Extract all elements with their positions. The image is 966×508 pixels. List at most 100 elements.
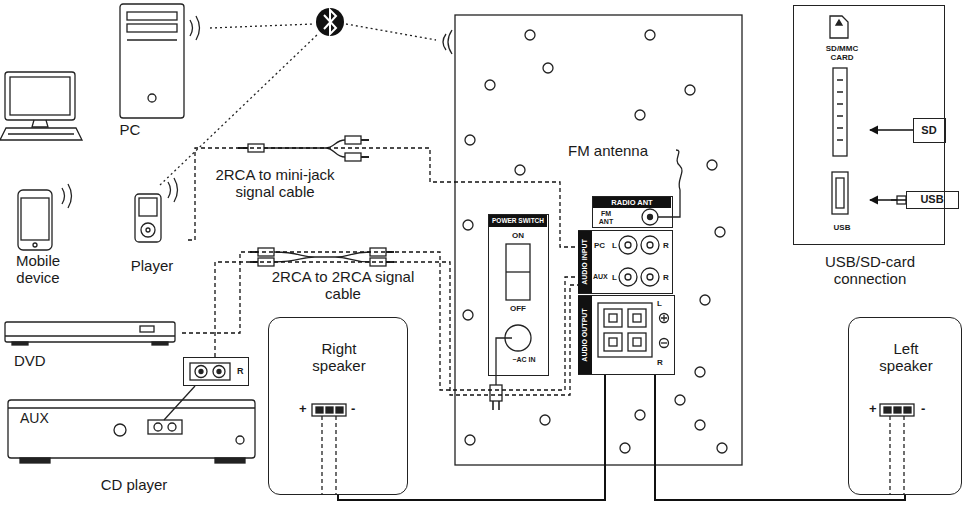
speaker-terminal-block bbox=[633, 338, 641, 346]
wireless-waves bbox=[168, 178, 178, 202]
audio-input-panel: AUDIO INPUTPCLRAUXLR bbox=[578, 230, 673, 294]
bluetooth-link bbox=[346, 24, 436, 40]
node-text: L bbox=[612, 273, 619, 282]
screw-hole bbox=[635, 410, 645, 420]
player-icon bbox=[146, 228, 150, 232]
speaker-terminal bbox=[890, 416, 904, 495]
speaker-terminal bbox=[336, 407, 343, 413]
speaker-terminal bbox=[312, 404, 914, 495]
cd-jack-detail bbox=[199, 370, 203, 374]
node-text: + bbox=[869, 402, 879, 417]
node-title: Left speaker bbox=[866, 340, 946, 375]
node-text: AUX bbox=[20, 410, 60, 426]
audio-input-jack bbox=[619, 236, 659, 286]
dvd-player bbox=[5, 322, 175, 345]
speaker-terminal bbox=[322, 416, 336, 495]
node-title: AUDIO INPUT bbox=[578, 231, 592, 293]
screw-hole bbox=[695, 367, 705, 377]
mobile-device-icon bbox=[18, 190, 52, 250]
player-icon bbox=[135, 194, 161, 242]
fm-antenna-wire bbox=[642, 150, 682, 225]
cd-player-illustration: CD playerAUX bbox=[4, 396, 262, 506]
dvd-player bbox=[12, 342, 28, 345]
antenna-label: FM antenna bbox=[568, 142, 668, 159]
cd-jack-detail bbox=[217, 370, 221, 374]
speaker-terminal-block bbox=[604, 309, 622, 327]
speaker-terminal-block bbox=[628, 333, 646, 351]
power-switch-parts bbox=[490, 244, 531, 410]
bluetooth-link bbox=[160, 34, 318, 185]
power-switch-panel: POWER SWITCHONOFF~AC IN bbox=[488, 214, 549, 376]
cd-jack-detail bbox=[213, 366, 225, 378]
node-title: PC bbox=[110, 121, 150, 138]
mini-jack-cable bbox=[345, 136, 361, 144]
cd-player bbox=[215, 458, 245, 463]
insert-arrow bbox=[870, 199, 906, 200]
screw-hole bbox=[645, 30, 655, 40]
node-title: USB/SD-card connection bbox=[794, 253, 946, 288]
node-text: L bbox=[657, 299, 665, 308]
bluetooth-link bbox=[210, 24, 314, 28]
dvd-player bbox=[5, 322, 175, 342]
speaker-terminal-block bbox=[633, 314, 641, 322]
card-slot bbox=[830, 16, 848, 38]
dvd-illustration: DVD bbox=[0, 316, 182, 374]
pc-monitor bbox=[5, 72, 75, 120]
speaker-box: Right speaker+- bbox=[268, 317, 408, 495]
pc-tower bbox=[148, 94, 156, 102]
mobile-device-icon bbox=[18, 190, 52, 250]
speaker-terminal bbox=[880, 404, 914, 416]
mobile-device-icon bbox=[21, 198, 49, 240]
dvd-player bbox=[152, 342, 168, 345]
mini-jack-cable bbox=[345, 153, 361, 161]
node-title: USB bbox=[816, 223, 868, 232]
screw-hole bbox=[707, 160, 717, 170]
power-switch-parts bbox=[496, 338, 512, 385]
node-text: AUX bbox=[593, 273, 612, 281]
cd-player bbox=[114, 424, 126, 436]
audio-input-jack bbox=[619, 268, 637, 286]
screw-hole bbox=[540, 415, 550, 425]
pc-monitor bbox=[10, 77, 70, 115]
pc-monitor bbox=[0, 128, 82, 140]
speaker-terminal-block bbox=[609, 338, 617, 346]
power-switch-parts bbox=[490, 385, 502, 401]
screw-hole bbox=[543, 63, 553, 73]
screw-hole bbox=[675, 395, 685, 405]
sd-card: SD bbox=[913, 118, 946, 143]
speaker-terminal bbox=[904, 407, 911, 413]
subwoofer-panel bbox=[455, 15, 742, 465]
node-text: L bbox=[612, 241, 619, 250]
usb-port-area: USB bbox=[816, 166, 870, 241]
pc-monitor bbox=[8, 133, 74, 134]
speaker-terminal bbox=[884, 407, 891, 413]
speaker-terminal-block bbox=[609, 314, 617, 322]
speaker-terminal bbox=[312, 404, 346, 416]
radio-ant-panel: RADIO ANTFM ANT bbox=[592, 196, 673, 228]
fm-antenna-wire bbox=[648, 215, 653, 220]
audio-input-jack bbox=[647, 242, 653, 248]
node-text: ON bbox=[489, 231, 547, 240]
card-slot bbox=[836, 20, 842, 25]
cable-label: 2RCA to mini-jack signal cable bbox=[205, 166, 345, 201]
pc-tower bbox=[120, 4, 200, 118]
power-switch-parts bbox=[493, 401, 499, 410]
cd-jack-detail bbox=[195, 366, 207, 378]
speaker-terminal-block bbox=[660, 314, 669, 323]
screw-hole bbox=[695, 420, 705, 430]
pc-tower bbox=[120, 4, 184, 118]
speaker-terminal-block bbox=[604, 333, 622, 351]
cable-label: 2RCA to 2RCA signal cable bbox=[268, 268, 418, 303]
screw-hole bbox=[485, 80, 495, 90]
node-title: RADIO ANT bbox=[593, 197, 671, 208]
pc-tower bbox=[127, 24, 177, 32]
node-text: R bbox=[657, 358, 665, 367]
audio-input-jack bbox=[641, 268, 659, 286]
mini-jack-cable bbox=[264, 140, 345, 157]
cd-player bbox=[8, 407, 255, 408]
audio-input-jack bbox=[625, 274, 631, 280]
player-icon bbox=[139, 198, 157, 216]
audio-input-jack bbox=[625, 242, 631, 248]
node-text: + bbox=[299, 402, 309, 417]
